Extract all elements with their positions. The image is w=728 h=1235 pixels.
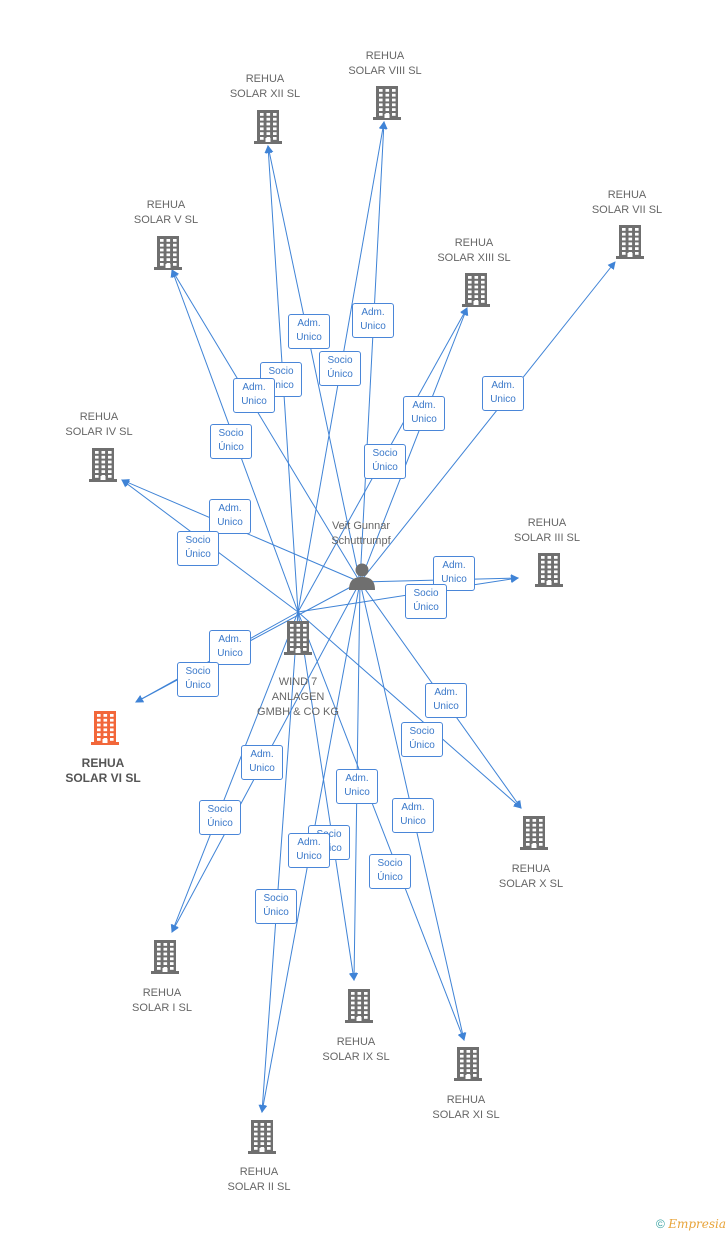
company-node-iii[interactable]: REHUA SOLAR III SL bbox=[487, 516, 607, 546]
company-name[interactable]: REHUA SOLAR IV SL bbox=[65, 411, 133, 438]
company-node-xi[interactable]: REHUA SOLAR XI SL bbox=[406, 1093, 526, 1123]
building-icon[interactable] bbox=[615, 223, 645, 264]
building-icon[interactable] bbox=[283, 619, 313, 660]
company-name[interactable]: REHUA SOLAR VI SL bbox=[65, 755, 141, 785]
relation-label[interactable]: Socio Único bbox=[405, 584, 447, 619]
empresia-logo: Empresia bbox=[668, 1217, 726, 1231]
relation-label[interactable]: Adm. Unico bbox=[403, 396, 445, 431]
company-node-ix[interactable]: REHUA SOLAR IX SL bbox=[296, 1035, 416, 1065]
edge-hub-ii bbox=[258, 611, 299, 1113]
edge-hub-xi bbox=[297, 611, 466, 1041]
person-name[interactable]: Veit Gunnar Schuttrumpf bbox=[331, 520, 391, 547]
relation-label[interactable]: Adm. Unico bbox=[425, 683, 467, 718]
hub-company-node[interactable]: WIND 7 ANLAGEN GMBH & CO KG bbox=[238, 675, 358, 720]
building-icon[interactable] bbox=[90, 709, 120, 750]
company-node-v[interactable]: REHUA SOLAR V SL bbox=[106, 198, 226, 228]
edge-person-xii bbox=[265, 145, 361, 583]
building-icon[interactable] bbox=[150, 938, 180, 979]
edge-person-v bbox=[171, 269, 361, 583]
edge-person-xiii bbox=[359, 307, 469, 583]
company-node-vi[interactable]: REHUA SOLAR VI SL bbox=[43, 756, 163, 786]
building-icon[interactable] bbox=[253, 108, 283, 149]
relation-label[interactable]: Socio Único bbox=[369, 854, 411, 889]
relation-label[interactable]: Adm. Unico bbox=[209, 499, 251, 534]
company-name[interactable]: REHUA SOLAR XI SL bbox=[432, 1093, 500, 1121]
relation-label[interactable]: Socio Único bbox=[177, 662, 219, 697]
company-name[interactable]: REHUA SOLAR II SL bbox=[227, 1165, 291, 1193]
company-name[interactable]: REHUA SOLAR XIII SL bbox=[437, 237, 511, 264]
relation-label[interactable]: Adm. Unico bbox=[241, 745, 283, 780]
company-node-iv[interactable]: REHUA SOLAR IV SL bbox=[39, 410, 159, 440]
company-node-vii[interactable]: REHUA SOLAR VII SL bbox=[567, 188, 687, 218]
company-name[interactable]: REHUA SOLAR X SL bbox=[498, 862, 564, 890]
company-node-ii[interactable]: REHUA SOLAR II SL bbox=[199, 1165, 319, 1195]
relation-label[interactable]: Adm. Unico bbox=[288, 833, 330, 868]
relation-label[interactable]: Adm. Unico bbox=[482, 376, 524, 411]
relation-label[interactable]: Socio Único bbox=[255, 889, 297, 924]
edge-person-viii bbox=[359, 121, 388, 583]
relation-label[interactable]: Adm. Unico bbox=[233, 378, 275, 413]
relation-label[interactable]: Socio Único bbox=[177, 531, 219, 566]
edge-hub-ix bbox=[297, 611, 357, 981]
building-icon[interactable] bbox=[461, 271, 491, 312]
edge-hub-x bbox=[297, 611, 522, 809]
company-node-xiii[interactable]: REHUA SOLAR XIII SL bbox=[414, 236, 534, 266]
company-name[interactable]: REHUA SOLAR XII SL bbox=[229, 73, 301, 100]
edge-hub-i bbox=[170, 611, 299, 933]
relation-label[interactable]: Adm. Unico bbox=[392, 798, 434, 833]
relation-label[interactable]: Socio Único bbox=[319, 351, 361, 386]
copyright-icon: © bbox=[656, 1217, 665, 1231]
company-node-viii[interactable]: REHUA SOLAR VIII SL bbox=[325, 49, 445, 79]
building-icon[interactable] bbox=[519, 814, 549, 855]
company-name[interactable]: REHUA SOLAR IX SL bbox=[322, 1035, 390, 1063]
edge-person-vii bbox=[359, 261, 616, 583]
building-icon[interactable] bbox=[534, 551, 564, 592]
company-name[interactable]: REHUA SOLAR VIII SL bbox=[348, 50, 422, 77]
relation-label[interactable]: Socio Único bbox=[364, 444, 406, 479]
building-icon[interactable] bbox=[88, 446, 118, 487]
company-name[interactable]: REHUA SOLAR VII SL bbox=[591, 189, 663, 216]
relation-label[interactable]: Adm. Unico bbox=[209, 630, 251, 665]
building-icon[interactable] bbox=[153, 234, 183, 275]
company-name[interactable]: REHUA SOLAR III SL bbox=[513, 517, 581, 544]
relation-label[interactable]: Adm. Unico bbox=[288, 314, 330, 349]
building-icon[interactable] bbox=[372, 84, 402, 125]
relation-label[interactable]: Adm. Unico bbox=[352, 303, 394, 338]
relation-label[interactable]: Adm. Unico bbox=[336, 769, 378, 804]
company-node-x[interactable]: REHUA SOLAR X SL bbox=[471, 862, 591, 892]
company-node-xii[interactable]: REHUA SOLAR XII SL bbox=[205, 72, 325, 102]
company-node-i[interactable]: REHUA SOLAR I SL bbox=[102, 986, 222, 1016]
person-node[interactable]: Veit Gunnar Schuttrumpf bbox=[301, 519, 421, 549]
company-name[interactable]: WIND 7 ANLAGEN GMBH & CO KG bbox=[257, 675, 339, 718]
building-icon[interactable] bbox=[344, 987, 374, 1028]
relation-label[interactable]: Socio Único bbox=[401, 722, 443, 757]
footer-brand: © Empresia bbox=[656, 1217, 726, 1231]
building-icon[interactable] bbox=[247, 1118, 277, 1159]
person-icon[interactable] bbox=[348, 562, 376, 595]
company-name[interactable]: REHUA SOLAR I SL bbox=[132, 986, 192, 1014]
relation-label[interactable]: Socio Único bbox=[210, 424, 252, 459]
building-icon[interactable] bbox=[453, 1045, 483, 1086]
relation-label[interactable]: Adm. Unico bbox=[433, 556, 475, 591]
company-name[interactable]: REHUA SOLAR V SL bbox=[133, 199, 199, 226]
relation-label[interactable]: Socio Único bbox=[199, 800, 241, 835]
